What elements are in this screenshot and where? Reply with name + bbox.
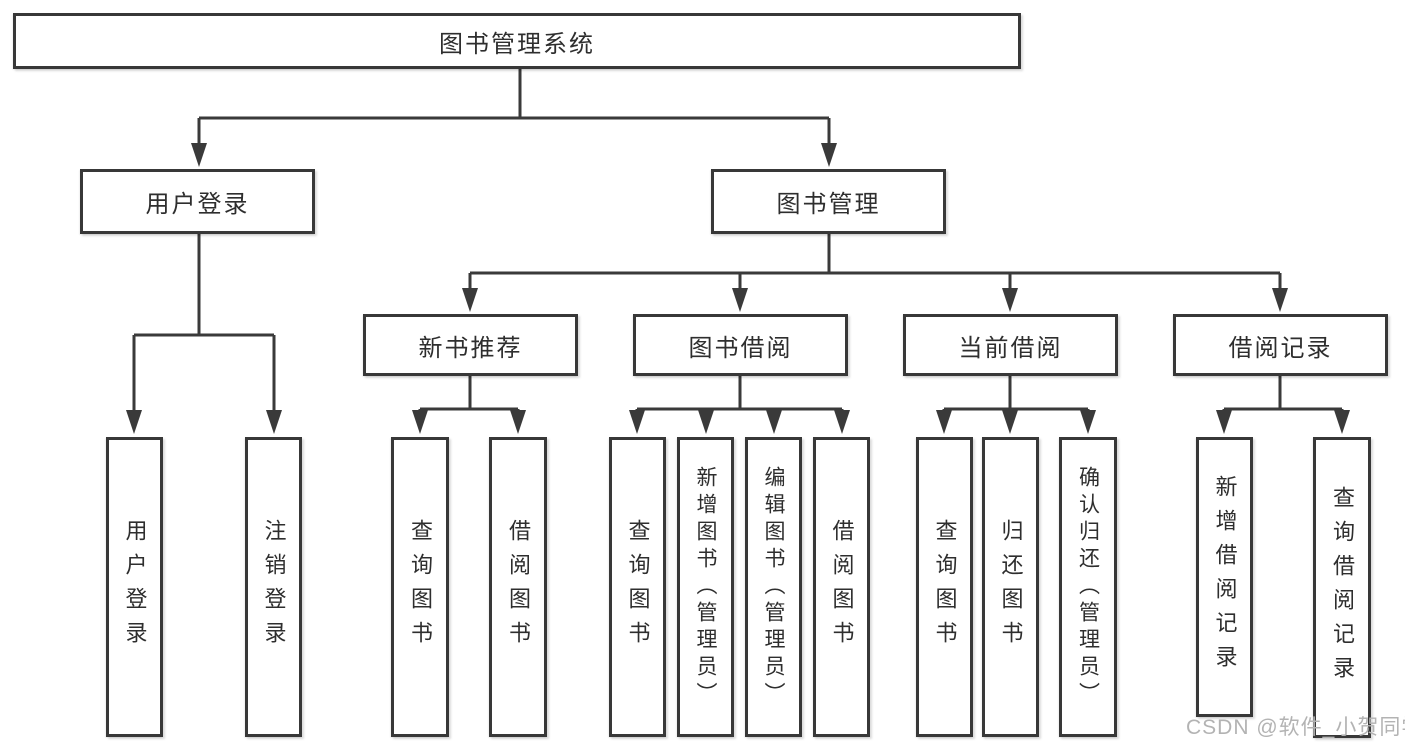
leaf-add-book-admin-label: 新增图书（管理员） [694, 465, 717, 709]
node-module-new-book-recommend: 新书推荐 [363, 314, 578, 376]
node-system-root-label: 图书管理系统 [439, 30, 595, 58]
node-module-current-borrow: 当前借阅 [903, 314, 1118, 376]
node-module-book-borrow-label: 图书借阅 [688, 334, 793, 362]
leaf-edit-book-admin-label: 编辑图书（管理员） [762, 465, 785, 709]
node-module-current-borrow-label: 当前借阅 [958, 334, 1063, 362]
node-module-borrow-records: 借阅记录 [1173, 314, 1388, 376]
leaf-query-books-borrow: 查询图书 [609, 437, 666, 737]
leaf-logout-label: 注销登录 [261, 519, 287, 655]
node-module-new-book-recommend-label: 新书推荐 [418, 334, 523, 362]
leaf-edit-book-admin: 编辑图书（管理员） [745, 437, 802, 737]
leaf-return-book: 归还图书 [982, 437, 1039, 737]
leaf-add-borrow-record: 新增借阅记录 [1196, 437, 1253, 717]
leaf-borrow-books-borrow-label: 借阅图书 [829, 519, 855, 655]
node-branch-book-management: 图书管理 [711, 169, 946, 234]
node-branch-user-login-label: 用户登录 [145, 191, 250, 218]
leaf-query-books-current-label: 查询图书 [932, 519, 958, 655]
leaf-query-books-newbook: 查询图书 [391, 437, 449, 737]
leaf-borrow-books-newbook-label: 借阅图书 [506, 519, 531, 655]
leaf-borrow-books-newbook: 借阅图书 [489, 437, 547, 737]
leaf-add-book-admin: 新增图书（管理员） [677, 437, 734, 737]
leaf-return-book-label: 归还图书 [998, 519, 1024, 655]
leaf-query-borrow-record-label: 查询借阅记录 [1330, 485, 1355, 690]
leaf-confirm-return-admin: 确认归还（管理员） [1059, 437, 1117, 737]
leaf-query-books-newbook-label: 查询图书 [408, 519, 433, 655]
node-branch-book-management-label: 图书管理 [776, 191, 881, 218]
leaf-user-login-label: 用户登录 [122, 519, 148, 655]
node-module-book-borrow: 图书借阅 [633, 314, 848, 376]
leaf-confirm-return-admin-label: 确认归还（管理员） [1076, 465, 1100, 709]
leaf-user-login: 用户登录 [106, 437, 163, 737]
node-branch-user-login: 用户登录 [80, 169, 315, 234]
csdn-watermark: CSDN @软件_小贺同学 [1186, 716, 1405, 739]
leaf-add-borrow-record-label: 新增借阅记录 [1212, 475, 1238, 679]
leaf-borrow-books-borrow: 借阅图书 [813, 437, 870, 737]
node-system-root: 图书管理系统 [13, 13, 1021, 69]
leaf-query-borrow-record: 查询借阅记录 [1313, 437, 1371, 738]
node-module-borrow-records-label: 借阅记录 [1228, 334, 1333, 362]
leaf-logout: 注销登录 [245, 437, 302, 737]
leaf-query-books-borrow-label: 查询图书 [625, 519, 651, 655]
leaf-query-books-current: 查询图书 [916, 437, 973, 737]
